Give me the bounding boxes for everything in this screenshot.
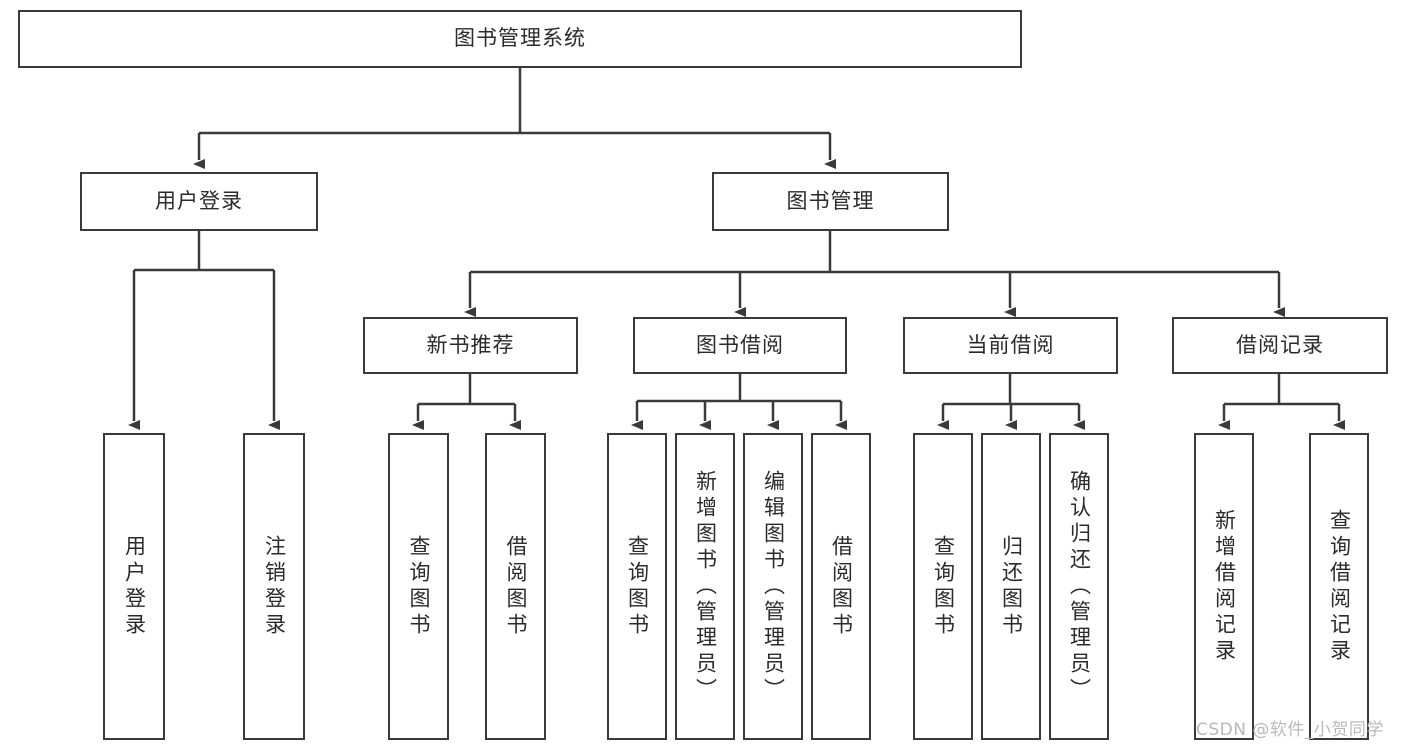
node-leaf-logout[interactable]: 注销登录 xyxy=(243,433,305,740)
node-leaf-user-login-label: 用户登录 xyxy=(122,534,147,639)
node-leaf-query-book-label: 查询图书 xyxy=(625,534,650,639)
node-leaf-borrow-book-recommend-label: 借阅图书 xyxy=(504,534,529,639)
watermark-text: CSDN @软件_小贺同学 xyxy=(1196,720,1384,740)
node-borrow-record-label: 借阅记录 xyxy=(1236,332,1324,357)
node-leaf-query-book-current[interactable]: 查询图书 xyxy=(913,433,973,740)
node-leaf-query-borrow-record[interactable]: 查询借阅记录 xyxy=(1309,433,1369,740)
node-book-management-label: 图书管理 xyxy=(786,188,875,213)
node-leaf-return-book-label: 归还图书 xyxy=(999,534,1024,639)
node-leaf-query-book-recommend[interactable]: 查询图书 xyxy=(388,433,449,740)
node-leaf-borrow-book-recommend[interactable]: 借阅图书 xyxy=(485,433,546,740)
node-leaf-add-book-admin-label: 新增图书（管理员） xyxy=(693,469,718,704)
node-user-login-label: 用户登录 xyxy=(155,188,243,213)
node-leaf-add-book-admin[interactable]: 新增图书（管理员） xyxy=(675,433,735,740)
node-book-borrow-label: 图书借阅 xyxy=(696,332,784,357)
node-root[interactable]: 图书管理系统 xyxy=(18,10,1022,68)
node-leaf-query-book-current-label: 查询图书 xyxy=(931,534,956,639)
node-leaf-add-borrow-record[interactable]: 新增借阅记录 xyxy=(1194,433,1254,740)
node-leaf-user-login[interactable]: 用户登录 xyxy=(103,433,165,740)
node-book-borrow[interactable]: 图书借阅 xyxy=(633,317,847,374)
node-new-book-recommend-label: 新书推荐 xyxy=(426,332,515,357)
node-leaf-borrow-book[interactable]: 借阅图书 xyxy=(811,433,871,740)
node-leaf-add-borrow-record-label: 新增借阅记录 xyxy=(1212,508,1237,665)
node-leaf-borrow-book-label: 借阅图书 xyxy=(829,534,854,639)
node-new-book-recommend[interactable]: 新书推荐 xyxy=(363,317,578,374)
node-leaf-edit-book-admin-label: 编辑图书（管理员） xyxy=(761,469,786,704)
node-leaf-query-book[interactable]: 查询图书 xyxy=(607,433,667,740)
node-user-login[interactable]: 用户登录 xyxy=(80,172,318,231)
node-leaf-confirm-return-admin[interactable]: 确认归还（管理员） xyxy=(1049,433,1109,740)
node-leaf-confirm-return-admin-label: 确认归还（管理员） xyxy=(1067,469,1092,704)
node-leaf-edit-book-admin[interactable]: 编辑图书（管理员） xyxy=(743,433,803,740)
node-book-management[interactable]: 图书管理 xyxy=(712,172,949,231)
node-borrow-record[interactable]: 借阅记录 xyxy=(1172,317,1388,374)
node-leaf-logout-label: 注销登录 xyxy=(262,534,287,639)
node-current-borrow-label: 当前借阅 xyxy=(966,332,1055,357)
node-root-label: 图书管理系统 xyxy=(454,26,586,51)
node-leaf-return-book[interactable]: 归还图书 xyxy=(981,433,1041,740)
node-leaf-query-borrow-record-label: 查询借阅记录 xyxy=(1327,508,1352,665)
node-leaf-query-book-recommend-label: 查询图书 xyxy=(407,534,432,639)
node-current-borrow[interactable]: 当前借阅 xyxy=(903,317,1118,374)
